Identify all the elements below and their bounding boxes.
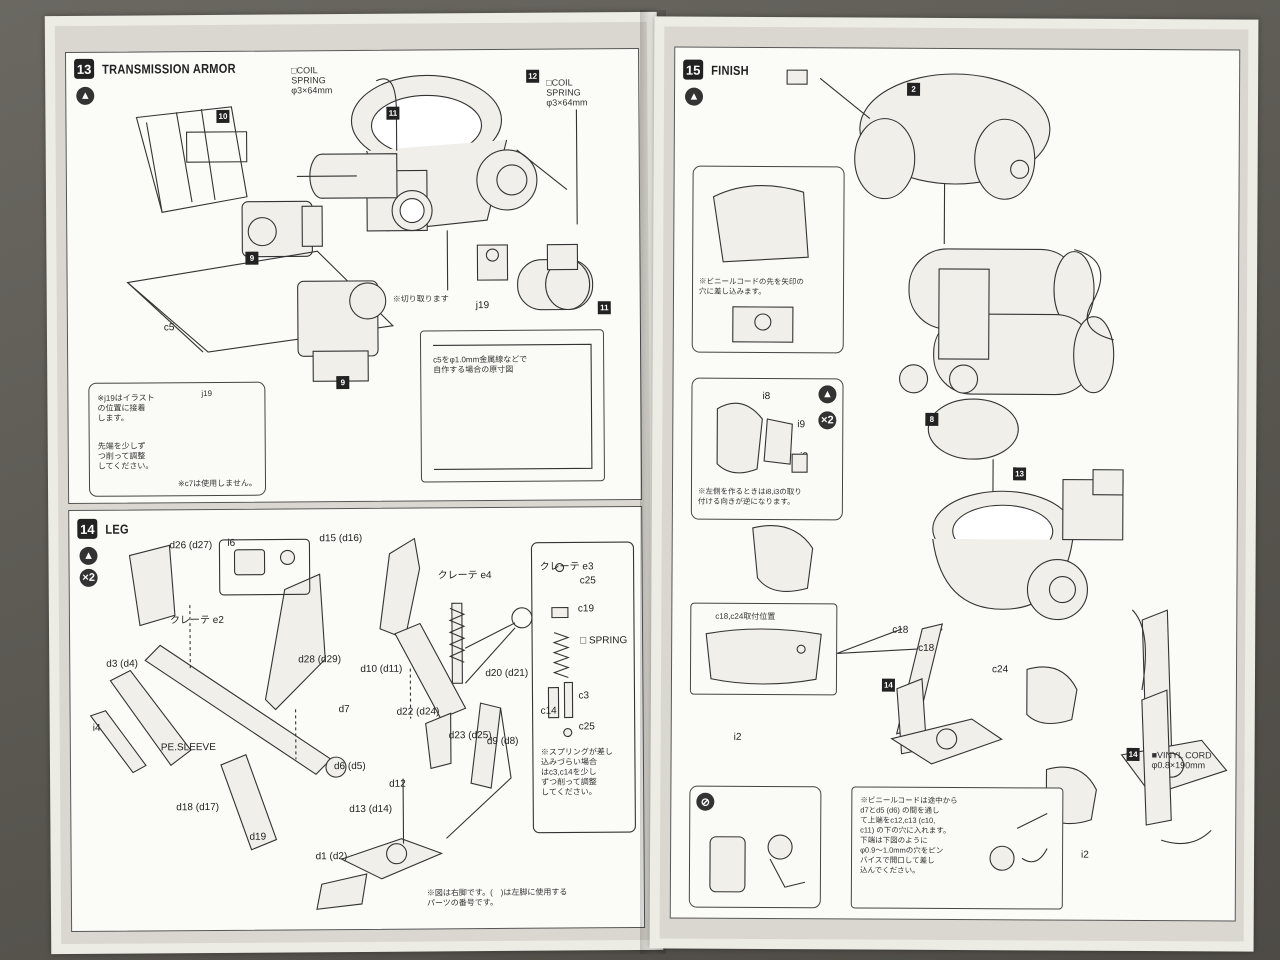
label-c3: c3	[578, 690, 590, 702]
right-leg-note: ※図は右脚です。( )は左脚に使用する パーツの番号です。	[426, 887, 568, 908]
label-d23: d23 (d25)	[448, 730, 492, 742]
label-c19: c19	[577, 603, 595, 615]
cord-hole-callout: ※ビニールコードの先を矢印の 穴に差し込みます。	[691, 165, 845, 354]
part-marker-12: 12	[526, 69, 540, 83]
label-pe-sleeve: PE.SLEEVE	[160, 741, 216, 754]
part-j19-label: j19	[475, 300, 490, 312]
label-c18b: c18	[918, 642, 935, 654]
part-marker-10: 10	[216, 109, 230, 123]
label-d19: d19	[249, 831, 267, 843]
part-marker-14a: 14	[881, 678, 895, 692]
part-marker-9a: 9	[245, 251, 259, 265]
label-c14: c14	[540, 705, 557, 717]
part-marker-9b: 9	[336, 376, 350, 390]
part-marker-11a: 11	[386, 106, 400, 120]
cord-callout-drawing	[712, 185, 809, 343]
step15-panel: 15 FINISH ▲	[669, 46, 1241, 922]
label-d22: d22 (d24)	[396, 706, 440, 718]
spring-note: ※スプリングが差し 込みづらい場合 はc3,c14を少し ずつ削って調整 してく…	[540, 747, 613, 797]
prohibit-callout: ⊘	[688, 785, 822, 909]
label-d9: d9 (d8)	[486, 735, 519, 748]
part-marker-8: 8	[925, 412, 939, 426]
part-c5-label: c5	[163, 322, 175, 334]
left-page: 13 TRANSMISSION ARMOR ▲ □COIL SPRING φ3×…	[44, 11, 664, 955]
label-d13: d13 (d14)	[349, 803, 393, 816]
c7-note: ※c7は使用しません。	[177, 478, 257, 489]
c18-position-drawing	[705, 628, 822, 685]
label-d6: d6 (d5)	[333, 760, 366, 773]
label-d28: d28 (d29)	[298, 654, 342, 666]
part-marker-14b: 14	[1126, 747, 1140, 761]
step14-panel: 14 LEG ▲ ×2	[68, 505, 646, 932]
label-crete-e4: クレーテ e4	[437, 570, 492, 582]
label-d20: d20 (d21)	[485, 667, 529, 680]
label-d1: d1 (d2)	[315, 851, 348, 863]
label-c18a: c18	[892, 624, 909, 636]
cut-note: ※切り取ります	[392, 294, 449, 304]
label-i2b: i2	[1081, 849, 1089, 861]
right-page: 15 FINISH ▲	[649, 16, 1259, 952]
label-spring: □ SPRING	[580, 635, 628, 647]
label-c25b: c25	[578, 721, 595, 733]
part-marker-13: 13	[1013, 467, 1027, 481]
vinyl-cord-note-box: ※ビニールコードは途中から d7とd5 (d6) の間を通し て上端をc12,c…	[850, 786, 1064, 910]
label-c25a: c25	[579, 575, 596, 587]
j19-note-1: ※j19はイラスト の位置に接着 します。	[97, 393, 155, 423]
label-crete-e3: クレーテ e3	[539, 561, 594, 573]
i8-drawing	[716, 402, 808, 474]
label-crete-e2: クレーテ e2	[169, 614, 224, 627]
label-i4: i4	[92, 722, 101, 734]
prohibit-drawing	[709, 834, 806, 893]
label-d18: d18 (d17)	[176, 801, 220, 814]
wire-template-drawing	[433, 343, 593, 470]
label-d3: d3 (d4)	[106, 658, 138, 670]
label-d10: d10 (d11)	[360, 663, 403, 675]
j19-inset-label: j19	[201, 388, 213, 399]
c18-position-box: c18,c24取付位置	[689, 602, 838, 696]
pin-vise-drawing	[989, 812, 1048, 871]
label-i6: i6	[227, 537, 236, 549]
label-d12: d12	[389, 778, 406, 790]
step13-drawing	[126, 74, 594, 468]
i8-i9-i3-callout: i8 i9 i3 ▲ ×2 ※左側を作るときはi8,i3の取り 付ける向きが逆に…	[690, 377, 844, 521]
label-i2a: i2	[733, 731, 742, 743]
label-d26: d26 (d27)	[169, 539, 213, 552]
part-marker-2: 2	[907, 82, 921, 96]
j19-inset: ※j19はイラスト の位置に接着 します。 j19 先端を少しず つ削って調整 …	[88, 381, 267, 497]
vinyl-cord-label: ■VINYL CORD φ0.8×190mm	[1151, 750, 1212, 771]
label-d7: d7	[338, 704, 350, 716]
j19-note-2: 先端を少しず つ削って調整 してください。	[97, 441, 154, 471]
step13-panel: 13 TRANSMISSION ARMOR ▲ □COIL SPRING φ3×…	[64, 47, 643, 504]
label-d15: d15 (d16)	[319, 532, 363, 545]
wire-template-box: c5をφ1.0mm金属線などで 自作する場合の原寸図	[419, 329, 605, 483]
step14-drawing	[89, 537, 636, 910]
label-c24: c24	[991, 664, 1009, 676]
part-marker-11b: 11	[597, 301, 611, 315]
step15-drawing	[752, 69, 1228, 845]
